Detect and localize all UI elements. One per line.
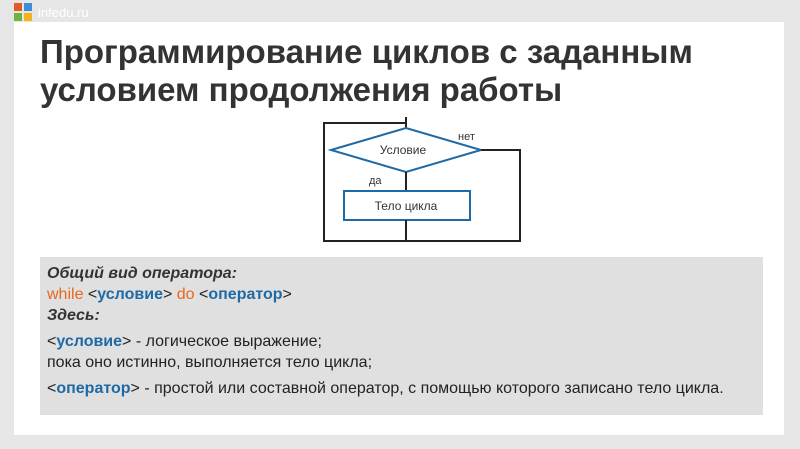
- site-logo[interactable]: infedu.ru: [14, 3, 89, 21]
- syntax-info-box: Общий вид оператора: while <условие> do …: [40, 257, 763, 415]
- condition-placeholder: условие: [97, 286, 163, 303]
- angle-open: <: [199, 286, 209, 303]
- condition-label: Условие: [380, 143, 427, 157]
- condition-term: условие: [56, 333, 123, 350]
- operator-description: - простой или составной оператор, с помо…: [144, 380, 724, 397]
- while-keyword: while: [47, 286, 84, 303]
- operator-placeholder: оператор: [208, 286, 283, 303]
- logo-icon: [14, 3, 32, 21]
- do-keyword: do: [176, 286, 195, 303]
- angle-open: <: [47, 333, 57, 350]
- condition-description-cont: пока оно истинно, выполняется тело цикла…: [47, 354, 373, 371]
- yes-label: да: [369, 175, 382, 187]
- no-branch-line: [406, 149, 521, 242]
- operator-definition: <оператор> - простой или составной опера…: [47, 378, 757, 399]
- no-label: нет: [458, 131, 475, 143]
- syntax-line: while <условие> do <оператор>: [47, 284, 757, 305]
- here-heading: Здесь:: [47, 307, 100, 324]
- general-form-heading: Общий вид оператора:: [47, 265, 237, 282]
- loop-back-line: [323, 122, 407, 242]
- angle-open: <: [87, 286, 98, 303]
- condition-description: - логическое выражение;: [135, 333, 322, 350]
- loop-body-label: Тело цикла: [375, 199, 438, 213]
- flowchart: Условие нет да Тело цикла: [323, 117, 521, 242]
- angle-open: <: [47, 380, 57, 397]
- operator-term: оператор: [56, 380, 131, 397]
- angle-close: >: [162, 286, 173, 303]
- slide-title: Программирование циклов с заданным услов…: [40, 33, 693, 108]
- logo-text: infedu.ru: [38, 4, 89, 20]
- angle-close: >: [130, 380, 140, 397]
- condition-definition: <условие> - логическое выражение;: [47, 331, 757, 352]
- angle-close: >: [122, 333, 132, 350]
- angle-close: >: [282, 286, 292, 303]
